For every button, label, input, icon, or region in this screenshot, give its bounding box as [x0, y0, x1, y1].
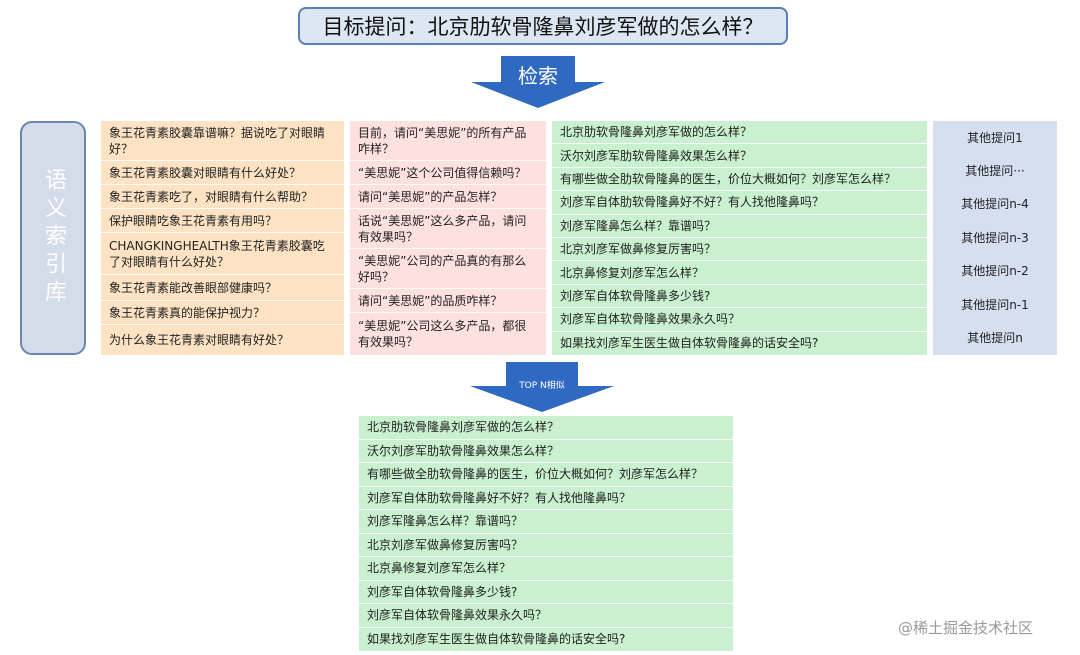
list-item: 刘彦军自体肋软骨隆鼻好不好？有人找他隆鼻吗？ — [552, 191, 927, 215]
target-question-box: 目标提问：北京肋软骨隆鼻刘彦军做的怎么样？ — [298, 7, 788, 45]
list-item: 象王花青素吃了，对眼睛有什么帮助？ — [101, 185, 344, 209]
list-item: 刘彦军自体肋软骨隆鼻好不好？有人找他隆鼻吗？ — [359, 487, 733, 510]
list-item: “美思妮”这个公司值得信赖吗？ — [350, 161, 546, 185]
list-item: 刘彦军自体软骨隆鼻效果永久吗？ — [359, 604, 733, 628]
list-item: 象王花青素能改善眼部健康吗？ — [101, 275, 344, 301]
watermark: @稀土掘金技术社区 — [898, 619, 1034, 637]
top-n-label: TOP N相似 — [519, 381, 565, 391]
retrieve-label: 检索 — [518, 64, 558, 88]
list-item: 沃尔刘彦军肋软骨隆鼻效果怎么样？ — [552, 144, 927, 168]
list-item: 刘彦军自体软骨隆鼻多少钱? — [359, 581, 733, 604]
list-item: 如果找刘彦军生医生做自体软骨隆鼻的话安全吗? — [560, 336, 819, 351]
target-question-text: 目标提问：北京肋软骨隆鼻刘彦军做的怎么样？ — [322, 15, 764, 39]
list-item: 话说“美思妮”这么多产品，请问有效果吗？ — [350, 209, 546, 249]
list-item: 象王花青素胶囊靠谱嘛？据说吃了对眼睛好？ — [101, 121, 344, 161]
list-item: 其他提问1 — [967, 130, 1023, 145]
list-item: CHANGKINGHEALTH象王花青素胶囊吃了对眼睛有什么好处？ — [101, 233, 344, 275]
list-item: 保护眼睛吃象王花青素有用吗？ — [101, 209, 344, 233]
list-item: 北京肋软骨隆鼻刘彦军做的怎么样？ — [552, 121, 927, 145]
list-item: 沃尔刘彦军肋软骨隆鼻效果怎么样？ — [359, 440, 733, 463]
list-item: 北京刘彦军做鼻修复厉害吗？ — [359, 534, 733, 557]
retrieve-arrow: 检索 — [471, 56, 605, 108]
top-n-arrow: TOP N相似 — [470, 362, 614, 412]
list-item: 刘彦军隆鼻怎么样？靠谱吗？ — [359, 510, 733, 534]
list-item: 其他提问n-2 — [961, 264, 1029, 279]
list-item: 如果找刘彦军生医生做自体软骨隆鼻的话安全吗? — [367, 632, 626, 647]
list-item: 北京鼻修复刘彦军怎么样？ — [359, 557, 733, 581]
list-item: 其他提问n-3 — [961, 230, 1029, 245]
list-item: 请问“美思妮”的品质咋样？ — [350, 289, 546, 313]
list-item: 刘彦军自体软骨隆鼻多少钱? — [552, 285, 927, 309]
retrieve-arrow-shape — [471, 56, 605, 108]
other-question-column: 其他提问1 其他提问··· 其他提问n-4 其他提问n-3 其他提问n-2 其他… — [933, 121, 1057, 355]
semantic-index-text: 语义索引库 — [41, 168, 66, 308]
list-item: 有哪些做全肋软骨隆鼻的医生，价位大概如何？刘彦军怎么样？ — [359, 463, 733, 487]
list-item: 有哪些做全肋软骨隆鼻的医生，价位大概如何？刘彦军怎么样？ — [552, 168, 927, 192]
list-item: 为什么象王花青素对眼睛有好处？ — [109, 333, 290, 347]
list-item: “美思妮”公司这么多产品，都很有效果吗？ — [358, 319, 527, 349]
top-n-arrow-shape — [470, 362, 614, 412]
list-item: 北京肋软骨隆鼻刘彦军做的怎么样？ — [359, 416, 733, 440]
list-item: 象王花青素胶囊对眼睛有什么好处？ — [101, 161, 344, 185]
list-item: 其他提问n — [967, 331, 1023, 346]
list-item: “美思妮”公司的产品真的有那么好吗？ — [350, 249, 546, 289]
list-item: 其他提问n-4 — [961, 197, 1029, 212]
green-question-column: 北京肋软骨隆鼻刘彦军做的怎么样？ 沃尔刘彦军肋软骨隆鼻效果怎么样？ 有哪些做全肋… — [552, 121, 927, 355]
list-item: 其他提问n-1 — [961, 297, 1029, 312]
list-item: 北京刘彦军做鼻修复厉害吗？ — [552, 238, 927, 262]
list-item: 北京鼻修复刘彦军怎么样？ — [552, 261, 927, 285]
orange-question-column: 象王花青素胶囊靠谱嘛？据说吃了对眼睛好？ 象王花青素胶囊对眼睛有什么好处？ 象王… — [101, 121, 344, 355]
list-item: 目前，请问“美思妮”的所有产品咋样？ — [350, 121, 546, 161]
list-item: 刘彦军隆鼻怎么样？靠谱吗？ — [552, 215, 927, 238]
list-item: 其他提问··· — [965, 164, 1025, 179]
pink-question-column: 目前，请问“美思妮”的所有产品咋样？ “美思妮”这个公司值得信赖吗？ 请问“美思… — [350, 121, 546, 355]
list-item: 象王花青素真的能保护视力？ — [101, 301, 344, 325]
top-n-result-list: 北京肋软骨隆鼻刘彦军做的怎么样？ 沃尔刘彦军肋软骨隆鼻效果怎么样？ 有哪些做全肋… — [359, 416, 733, 651]
list-item: 刘彦军自体软骨隆鼻效果永久吗？ — [552, 308, 927, 332]
semantic-index-label: 语义索引库 — [20, 121, 86, 355]
list-item: 请问“美思妮”的产品怎样？ — [350, 185, 546, 209]
